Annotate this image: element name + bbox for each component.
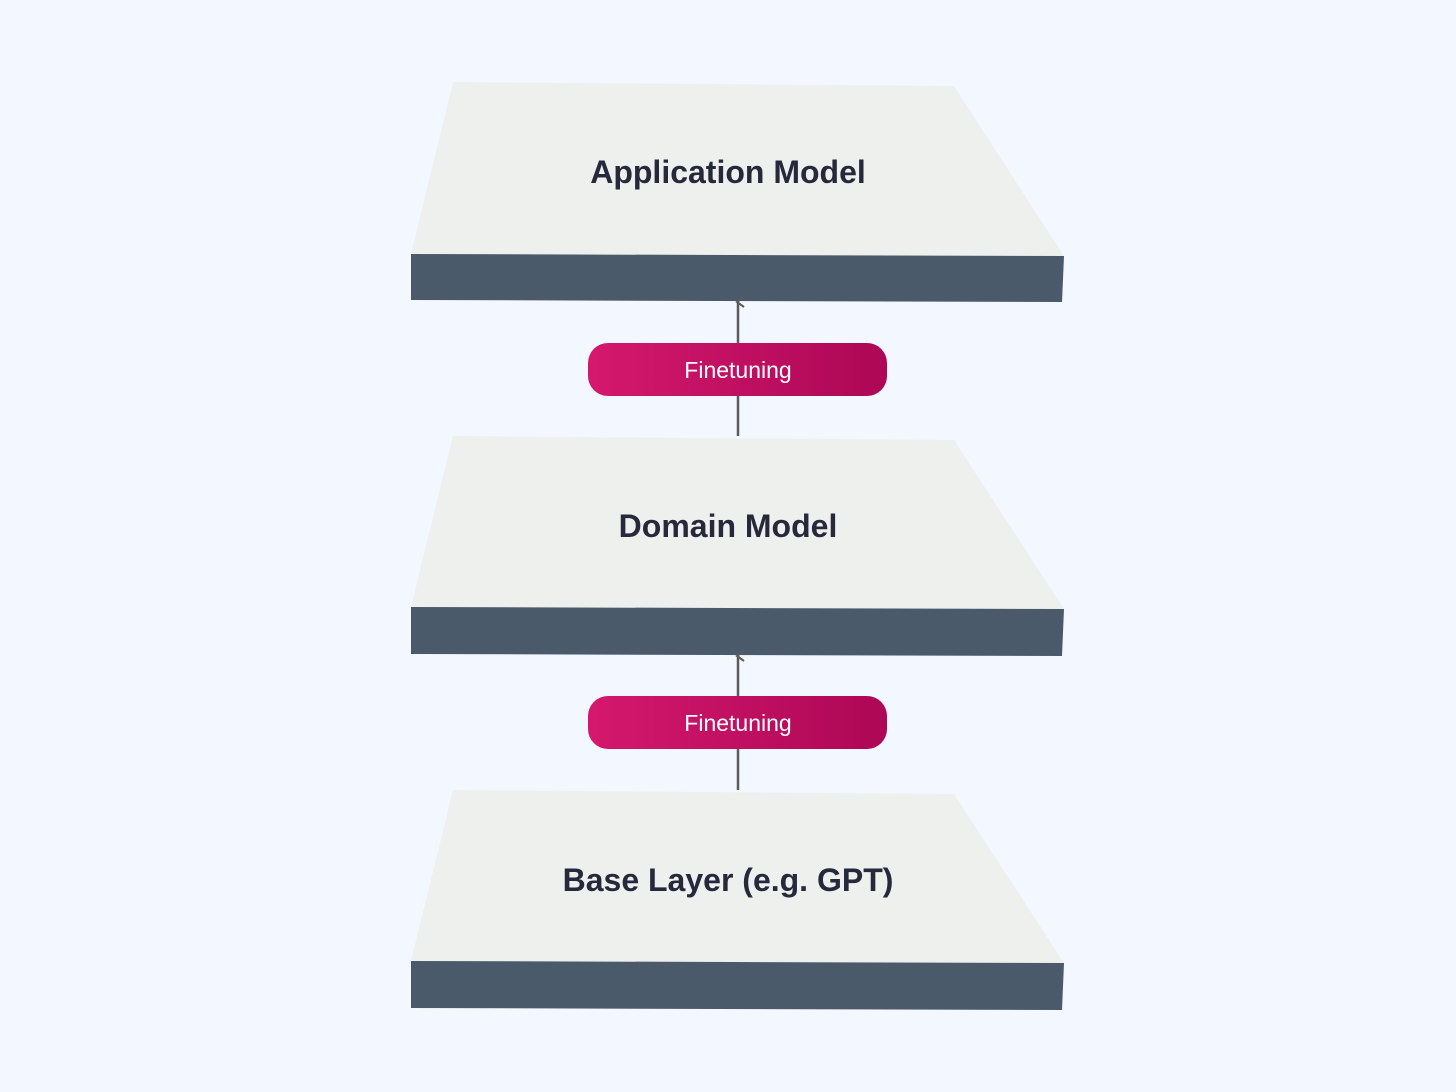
layer-label: Domain Model [619,508,838,544]
layer-base-layer: Base Layer (e.g. GPT) [411,790,1064,1010]
connector-finetuning-upper: Finetuning [588,296,887,436]
layer-label: Base Layer (e.g. GPT) [563,862,894,898]
slab-side [411,254,1064,302]
slab-top [411,790,1064,963]
slab-side [411,607,1064,656]
layer-application-model: Application Model [411,82,1064,302]
connector-finetuning-lower: Finetuning [588,650,887,790]
finetuning-pill [588,696,887,749]
layer-domain-model: Domain Model [411,436,1064,656]
slab-top [411,82,1064,256]
pill-label: Finetuning [684,710,791,736]
finetuning-pill [588,343,887,396]
pill-label: Finetuning [684,357,791,383]
slab-top [411,436,1064,609]
slab-side [411,961,1064,1010]
layer-label: Application Model [590,154,866,190]
